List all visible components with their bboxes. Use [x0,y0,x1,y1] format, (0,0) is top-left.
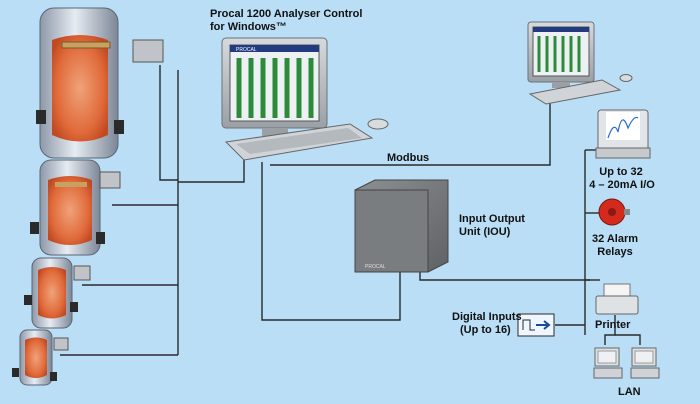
printer-label: Printer [595,319,631,331]
keyboard-icon [224,123,374,161]
io-label-line1: Up to 32 [599,166,643,178]
io-label-line2: 4 – 20mA I/O [589,179,655,191]
alarm-label-line2: Relays [597,246,633,258]
alarm-label-line1: 32 Alarm [591,233,639,245]
lan-label: LAN [618,386,641,398]
mouse-icon [619,74,633,82]
title-line1: Procal 1200 Analyser Control [210,8,363,20]
iou-cabinet-icon: PROCAL [354,179,449,273]
modbus-label: Modbus [387,152,430,164]
alarm-bell-icon [598,198,630,226]
mouse-icon [367,118,389,130]
digital-inputs-label-line1: Digital Inputs [452,311,522,323]
monitor-icon [527,21,595,88]
title-line2: for Windows™ [210,21,287,33]
chart-recorder-icon [595,109,651,159]
digital-input-icon [517,313,555,337]
printer-icon [595,283,639,315]
digital-inputs-label-line2: (Up to 16) [460,324,511,336]
screen-logo: PROCAL [236,47,257,53]
wiring [60,65,641,356]
stack-analyser-icon [12,7,164,386]
lan-computer-icon [593,347,660,379]
iou-label-line2: Unit (IOU) [459,226,511,238]
keyboard-icon [528,79,622,105]
iou-logo: PROCAL [365,264,386,270]
monitor-icon: PROCAL [221,37,328,136]
iou-label-line1: Input Output [459,213,525,225]
